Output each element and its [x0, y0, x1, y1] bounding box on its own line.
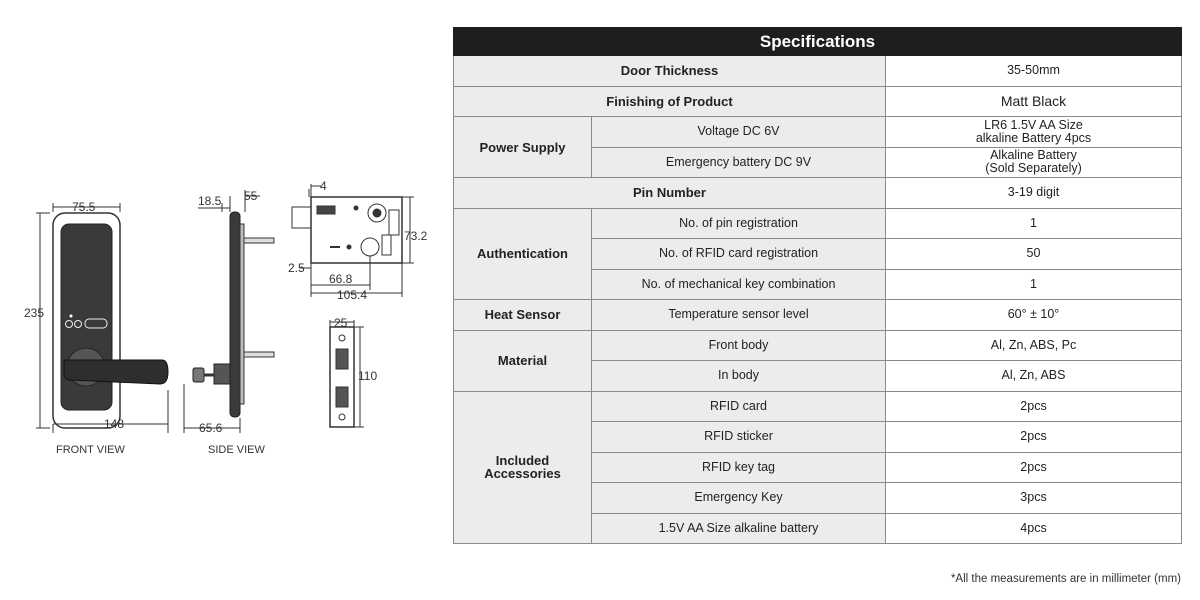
emergency-battery-value: Alkaline Battery (Sold Separately) [884, 146, 1183, 178]
table-row: No. of RFID card registration 50 [454, 238, 1183, 270]
front-view-drawing [36, 203, 169, 433]
table-row: Material Front body Al, Zn, ABS, Pc [453, 329, 1183, 392]
battery-value: 4pcs [884, 512, 1183, 544]
table-title: Specifications [452, 27, 1183, 56]
temperature-label: Temperature sensor level [591, 299, 886, 331]
rfid-registration-label: No. of RFID card registration [591, 238, 886, 270]
pin-number-value: 3-19 digit [884, 177, 1183, 209]
door-thickness-value: 35-50mm [884, 55, 1183, 87]
rfid-key-tag-value: 2pcs [884, 451, 1183, 483]
accessories-label-line2: Accessories [484, 466, 561, 482]
rfid-sticker-label: RFID sticker [591, 421, 886, 453]
dim-mortise-105-4: 105.4 [337, 288, 367, 302]
voltage-value-line2: alkaline Battery 4pcs [975, 130, 1092, 145]
table-row: Finishing of Product Matt Black [453, 85, 1183, 117]
side-view-label: SIDE VIEW [208, 444, 265, 456]
table-row: Power Supply Voltage DC 6V LR6 1.5V AA S… [453, 116, 1183, 178]
strike-plate-drawing [329, 320, 364, 428]
specifications-table: Specifications Door Thickness 35-50mm Fi… [452, 27, 1183, 544]
dim-side-55: 55 [244, 189, 258, 203]
heat-sensor-label: Heat Sensor [453, 299, 592, 331]
pin-registration-label: No. of pin registration [591, 207, 886, 239]
accessories-label: Included Accessories [453, 390, 592, 544]
rfid-sticker-value: 2pcs [884, 421, 1183, 453]
table-row: Authentication No. of pin registration 1 [453, 207, 1183, 300]
dim-mortise-73-2: 73.2 [404, 229, 428, 243]
dim-side-65-6: 65.6 [199, 421, 223, 435]
authentication-label: Authentication [453, 207, 592, 300]
material-label: Material [453, 329, 592, 392]
door-thickness-label: Door Thickness [453, 55, 886, 87]
dim-strike-25: 25 [334, 316, 348, 330]
table-row: Pin Number 3-19 digit [453, 177, 1183, 209]
finishing-label: Finishing of Product [453, 85, 886, 117]
voltage-value: LR6 1.5V AA Size alkaline Battery 4pcs [884, 116, 1183, 148]
emergency-key-label: Emergency Key [591, 482, 886, 514]
table-row: Emergency battery DC 9V Alkaline Battery… [454, 146, 1183, 178]
pin-registration-value: 1 [884, 207, 1183, 239]
rfid-registration-value: 50 [884, 238, 1183, 270]
table-row: Door Thickness 35-50mm [453, 55, 1183, 87]
table-row: RFID sticker 2pcs [454, 421, 1183, 453]
emergency-battery-label: Emergency battery DC 9V [591, 146, 886, 178]
in-body-value: Al, Zn, ABS [884, 360, 1183, 392]
side-view-drawing [183, 190, 275, 433]
rfid-card-label: RFID card [591, 390, 886, 422]
dim-mortise-66-8: 66.8 [329, 272, 353, 286]
dim-strike-110: 110 [358, 369, 377, 383]
rfid-key-tag-label: RFID key tag [591, 451, 886, 483]
front-body-value: Al, Zn, ABS, Pc [884, 329, 1183, 361]
temperature-value: 60° ± 10° [884, 299, 1183, 331]
accessories-label-line1: Included [495, 453, 550, 469]
emergency-value-line2: (Sold Separately) [985, 161, 1082, 176]
emergency-value-line1: Alkaline Battery [990, 148, 1077, 163]
finishing-value: Matt Black [884, 85, 1183, 117]
mechanical-key-value: 1 [884, 268, 1183, 300]
dim-front-height: 235 [24, 306, 44, 320]
table-row: In body Al, Zn, ABS [454, 360, 1183, 392]
measurement-footnote: *All the measurements are in millimeter … [950, 573, 1181, 585]
voltage-value-line1: LR6 1.5V AA Size [984, 117, 1083, 132]
mechanical-key-label: No. of mechanical key combination [591, 268, 886, 300]
rfid-card-value: 2pcs [884, 390, 1183, 422]
dim-side-18-5: 18.5 [198, 194, 222, 208]
table-row: Heat Sensor Temperature sensor level 60°… [453, 299, 1183, 331]
table-row: 1.5V AA Size alkaline battery 4pcs [454, 512, 1183, 544]
dim-front-width: 75.5 [72, 200, 96, 214]
dim-handle-length: 148 [104, 417, 124, 431]
dim-mortise-4: 4 [320, 179, 327, 193]
emergency-key-value: 3pcs [884, 482, 1183, 514]
battery-label: 1.5V AA Size alkaline battery [591, 512, 886, 544]
lock-dimension-drawing: 75.5 235 148 18.5 55 65.6 4 73.2 2.5 66.… [24, 179, 428, 456]
front-body-label: Front body [591, 329, 886, 361]
voltage-label: Voltage DC 6V [591, 116, 886, 148]
technical-drawings: 75.5 235 148 18.5 55 65.6 4 73.2 2.5 66.… [0, 0, 450, 600]
mortise-drawing [291, 184, 414, 297]
power-supply-label: Power Supply [453, 116, 592, 178]
dim-mortise-2-5: 2.5 [288, 261, 305, 275]
front-view-label: FRONT VIEW [56, 444, 125, 456]
in-body-label: In body [591, 360, 886, 392]
table-row: Included Accessories RFID card 2pcs [453, 390, 1183, 544]
pin-number-label: Pin Number [453, 177, 886, 209]
